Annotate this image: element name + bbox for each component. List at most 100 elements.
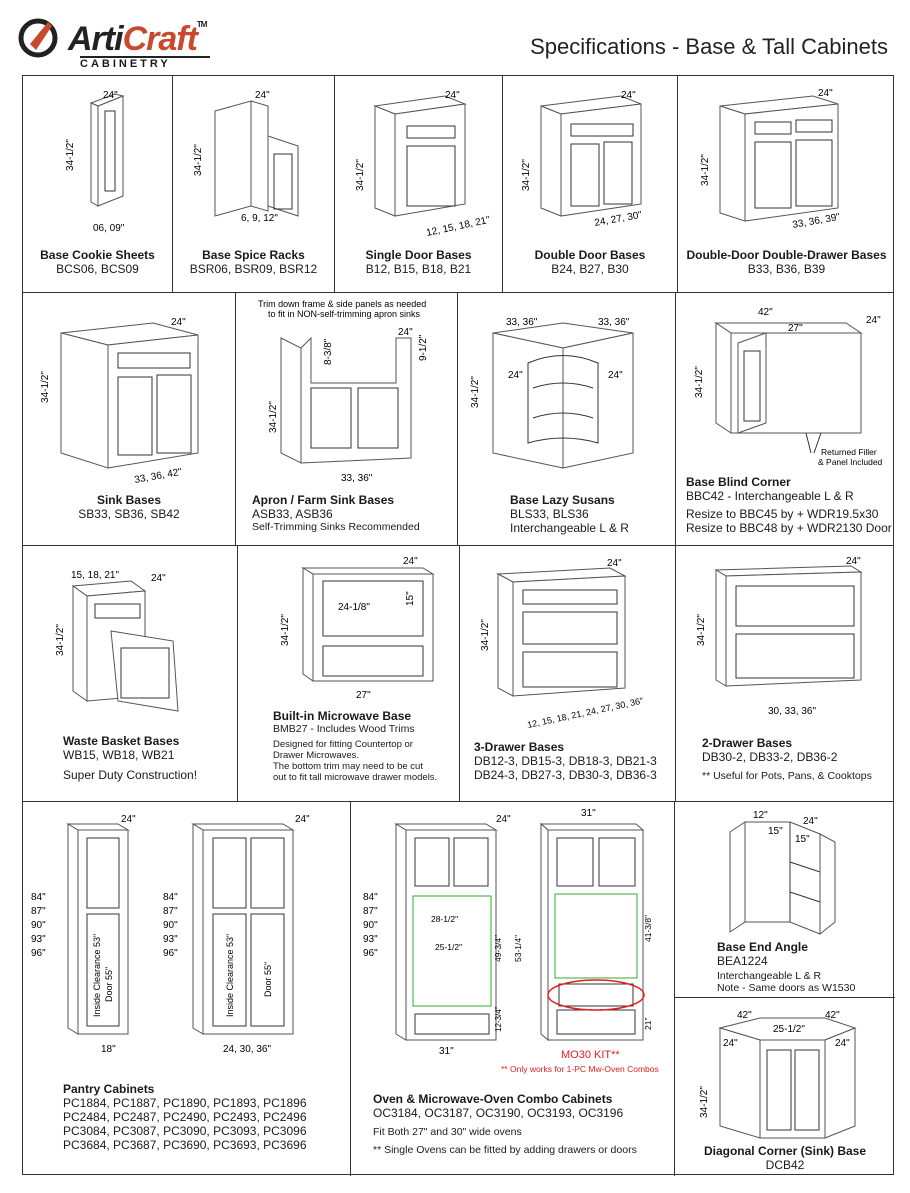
dim-depth-12: 12" xyxy=(753,810,768,821)
dim-face: 25-1/2" xyxy=(773,1024,805,1035)
item-note-3: The bottom trim may need to be cut xyxy=(273,761,423,772)
dim-height: 34-1/2" xyxy=(55,624,66,656)
dim-depth: 24" xyxy=(607,558,622,569)
oven-cabinet-drawing: 24" 31" 84" 87" 90" 93" 96" 28-1/2" 25-1… xyxy=(363,808,659,1074)
pantry2-height-87: 87" xyxy=(163,906,178,917)
double-door-base-drawing: 24" 34-1/2" 24, 27, 30" xyxy=(521,90,644,229)
dim-pantry2-widths: 24, 30, 36" xyxy=(223,1044,271,1055)
dim-pantry1-width: 18" xyxy=(101,1044,116,1055)
dim-width: 24" xyxy=(818,88,833,99)
item-name: 3-Drawer Bases xyxy=(474,740,565,754)
dim-combo-lower: 21" xyxy=(643,1018,653,1030)
pantry1-height-93: 93" xyxy=(31,934,46,945)
item-note-2: Drawer Microwaves. xyxy=(273,750,360,761)
dim-oven-opening-inner: 25-1/2" xyxy=(435,942,462,952)
pantry1-clearance: Inside Clearance 53" xyxy=(92,934,102,1017)
dim-oven-width: 31" xyxy=(439,1046,454,1057)
dim-width: 27" xyxy=(356,690,371,701)
item-codes: BMB27 - Includes Wood Trims xyxy=(273,723,415,735)
dim-width: 24" xyxy=(621,90,636,101)
dim-widths: 33, 36" xyxy=(341,473,373,484)
dim-depth-right: 24" xyxy=(608,370,623,381)
item-name: Oven & Microwave-Oven Combo Cabinets xyxy=(373,1092,613,1106)
dim-height: 34-1/2" xyxy=(193,144,204,176)
articraft-logo-mark-icon xyxy=(18,18,58,58)
pantry2-clearance: Inside Clearance 53" xyxy=(225,934,235,1017)
item-note: Super Duty Construction! xyxy=(63,768,198,782)
dim-height: 34-1/2" xyxy=(470,376,481,408)
dim-widths: 33, 36, 39" xyxy=(792,212,842,231)
item-codes-4: PC3684, PC3687, PC3690, PC3693, PC3696 xyxy=(63,1138,307,1152)
dim-height: 34-1/2" xyxy=(355,159,366,191)
dim-widths: 24, 27, 30" xyxy=(594,210,644,229)
dim-oven-opening-height: 49-3/4" xyxy=(493,935,503,962)
dim-widths: 33, 36, 42" xyxy=(134,467,184,486)
dim-depth: 24" xyxy=(403,556,418,567)
pantry1-height-90: 90" xyxy=(31,920,46,931)
item-name: Diagonal Corner (Sink) Base xyxy=(703,1144,867,1158)
cell-single-door-bases: 24" 34-1/2" 12, 15, 18, 21" Single Door … xyxy=(335,76,503,292)
item-note: Self-Trimming Sinks Recommended xyxy=(252,521,420,533)
cell-double-door-double-drawer-bases: 24" 34-1/2" 33, 36, 39" Double-Door Doub… xyxy=(678,76,895,292)
brand-wordmark: ArtiCraftTM xyxy=(68,20,207,58)
pantry2-height-96: 96" xyxy=(163,948,178,959)
pantry1-height-84: 84" xyxy=(31,892,46,903)
dim-width: 24" xyxy=(445,90,460,101)
dim-height: 34-1/2" xyxy=(280,614,291,646)
item-codes: SB33, SB36, SB42 xyxy=(78,507,180,521)
single-door-base-drawing: 24" 34-1/2" 12, 15, 18, 21" xyxy=(355,90,491,239)
pantry2-door: Door 55" xyxy=(263,962,273,997)
cell-diagonal-corner-base: 42" 42" 25-1/2" 24" 24" 34-1/2" Diagonal… xyxy=(675,998,895,1176)
item-name: Double Door Bases xyxy=(534,248,646,262)
dim-height: 34-1/2" xyxy=(521,159,532,191)
item-note-1: Designed for fitting Countertop or xyxy=(273,739,413,750)
cookie-sheet-cabinet-drawing: 24" 34-1/2" 06, 09" xyxy=(65,90,125,234)
spice-rack-cabinet-drawing: 24" 34-1/2" 6, 9, 12" xyxy=(193,90,299,224)
dim-opening-height: 15" xyxy=(405,591,416,606)
articraft-logo: ArtiCraftTM CABINETRY xyxy=(18,14,218,72)
dim-face-left: 15" xyxy=(768,826,783,837)
item-note-4: out to fit tall microwave drawer models. xyxy=(273,772,438,783)
dim-depth-left: 24" xyxy=(723,1038,738,1049)
item-codes: B24, B27, B30 xyxy=(551,262,629,276)
item-codes: BSR06, BSR09, BSR12 xyxy=(189,262,318,276)
item-codes: BBC42 - Interchangeable L & R xyxy=(686,489,854,503)
dim-widths: 12, 15, 18, 21" xyxy=(425,215,491,239)
dim-pantry1-depth: 24" xyxy=(121,814,136,825)
waste-basket-drawing: 15, 18, 21" 24" 34-1/2" xyxy=(55,570,179,712)
dim-oven-depth: 24" xyxy=(496,814,511,825)
dim-width: 42" xyxy=(758,307,773,318)
item-codes: BCS06, BCS09 xyxy=(56,262,139,276)
page-title: Specifications - Base & Tall Cabinets xyxy=(530,34,888,59)
blind-corner-drawing: 42" 27" 24" 34-1/2" Returned Filler & Pa… xyxy=(694,307,883,467)
cell-base-lazy-susans: 33, 36" 33, 36" 24" 24" 34-1/2" Base Laz… xyxy=(458,293,676,545)
oven-height-93: 93" xyxy=(363,934,378,945)
dim-combo-width: 31" xyxy=(581,808,596,819)
double-drawer-base-drawing: 24" 34-1/2" 33, 36, 39" xyxy=(700,88,842,231)
item-name: Built-in Microwave Base xyxy=(273,709,412,723)
dim-opening: 27" xyxy=(788,323,803,334)
pantry1-height-87: 87" xyxy=(31,906,46,917)
filler-note-2: & Panel Included xyxy=(818,457,883,467)
cell-apron-sink-bases: Trim down frame & side panels as needed … xyxy=(236,293,458,545)
dim-depth-right: 24" xyxy=(835,1038,850,1049)
dim-widths: 6, 9, 12" xyxy=(241,213,278,224)
dim-right: 33, 36" xyxy=(598,317,630,328)
microwave-base-drawing: 24" 24-1/8" 15" 34-1/2" 27" xyxy=(280,556,435,701)
dim-depth-24: 24" xyxy=(803,816,818,827)
item-codes: OC3184, OC3187, OC3190, OC3193, OC3196 xyxy=(373,1106,624,1120)
dim-depth: 24" xyxy=(846,556,861,567)
item-codes: BLS33, BLS36 xyxy=(510,507,589,521)
cell-base-blind-corner: 42" 27" 24" 34-1/2" Returned Filler & Pa… xyxy=(676,293,895,545)
item-codes-1: DB12-3, DB15-3, DB18-3, DB21-3 xyxy=(474,754,657,768)
filler-note: Returned Filler xyxy=(821,447,877,457)
dim-oven-drawer: 12-3/4" xyxy=(494,1006,503,1032)
three-drawer-base-drawing: 24" 34-1/2" 12, 15, 18, 21, 24, 27, 30, … xyxy=(480,558,644,730)
trim-note: Trim down frame & side panels as needed xyxy=(258,299,426,309)
